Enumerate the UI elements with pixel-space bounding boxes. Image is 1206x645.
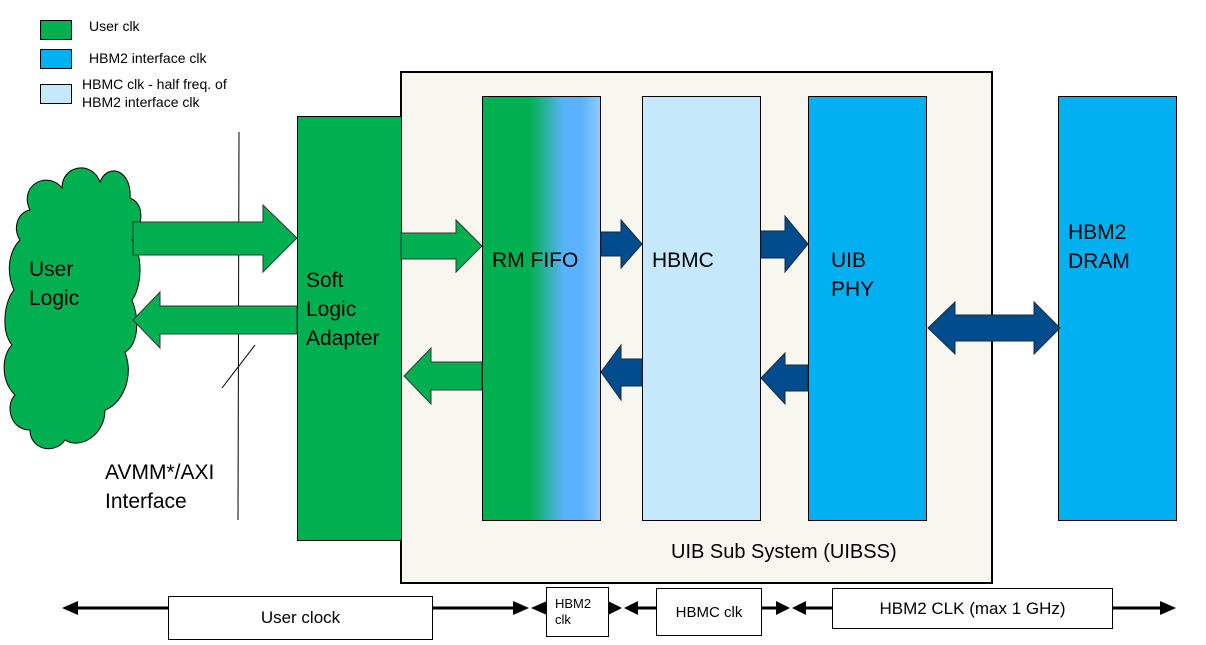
uib-subsystem-label: UIB Sub System (UIBSS) [671, 541, 897, 563]
hbmc-label: HBMC [652, 249, 714, 272]
hbmc-block [642, 96, 761, 521]
arrow-user-to-adapter [132, 203, 298, 274]
legend-swatch-hbm2-interface-clk [40, 49, 72, 69]
arrow-adapter-to-user [132, 290, 298, 350]
legend-label-hbmc-clk: HBMC clk - half freq. of HBM2 interface … [82, 76, 227, 110]
rm-fifo-block [482, 96, 601, 521]
user-logic-label: User Logic [29, 258, 80, 310]
hbm2-dram-label: HBM2 DRAM [1068, 221, 1130, 273]
arrow-rmfifo-to-hbmc [600, 218, 643, 270]
arrow-uibphy-hbm2dram-bidirectional [927, 300, 1061, 356]
clock-domain-hbm2-clk-max: HBM2 CLK (max 1 GHz) [832, 588, 1113, 629]
uib-phy-label: UIB PHY [831, 249, 875, 301]
user-logic-cloud [3, 167, 142, 450]
soft-logic-adapter-label: Soft Logic Adapter [306, 269, 380, 350]
clock-domain-line [62, 601, 1176, 615]
hbm2-dram-block [1058, 96, 1177, 521]
arrow-adapter-to-rmfifo [400, 218, 483, 274]
arrow-hbmc-to-rmfifo [600, 343, 643, 402]
arrow-hbmc-to-uibphy [760, 214, 809, 274]
uib-phy-block [808, 96, 927, 521]
legend-swatch-user-clk [40, 20, 72, 40]
arrow-rmfifo-to-adapter [403, 346, 483, 406]
legend-label-hbm2-interface-clk: HBM2 interface clk [89, 50, 207, 66]
legend-swatch-hbmc-clk [40, 84, 72, 104]
interface-label: AVMM*/AXI Interface [105, 461, 215, 513]
rm-fifo-label: RM FIFO [492, 249, 579, 272]
arrow-uibphy-to-hbmc [760, 351, 809, 406]
clock-domain-hbmc-clk: HBMC clk [656, 588, 762, 636]
legend-label-user-clk: User clk [89, 18, 140, 34]
clock-domain-user-clock: User clock [168, 596, 433, 640]
bus-slash-mark [221, 344, 256, 389]
clock-domain-hbm2-clk: HBM2 clk [546, 587, 609, 637]
